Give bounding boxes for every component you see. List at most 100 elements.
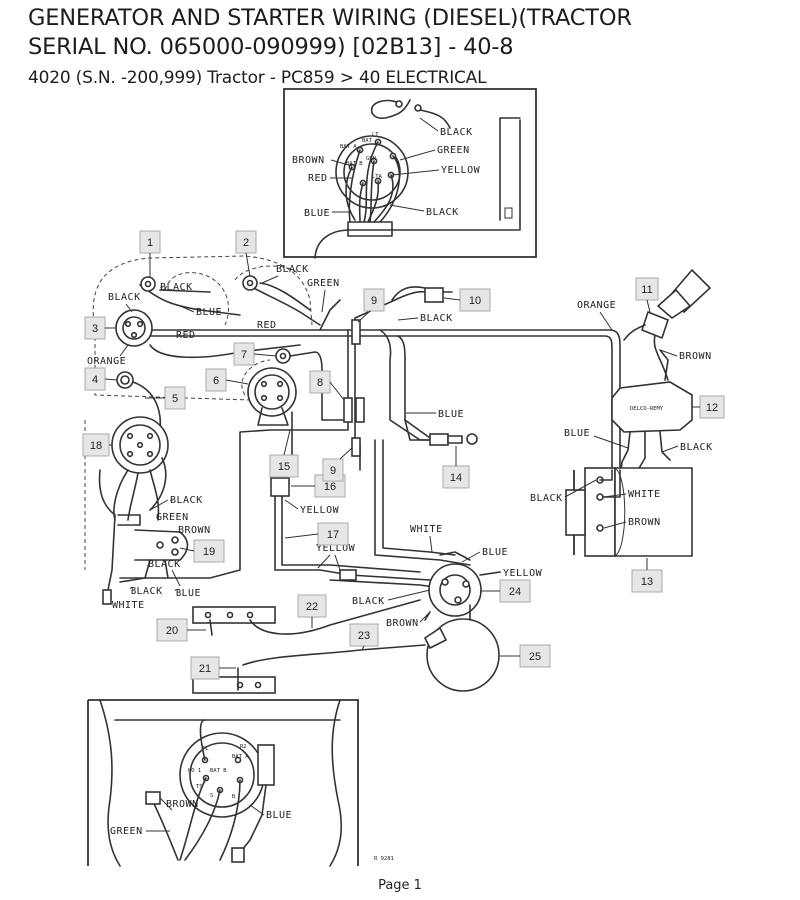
term-r2: R2 (240, 744, 247, 750)
lbl-red-2: RED (257, 320, 277, 331)
fuse-9-upper (351, 319, 361, 345)
callout-23: 23 (349, 623, 379, 651)
term-fl: FL (202, 746, 209, 752)
callout-number: 19 (203, 546, 215, 558)
callout-number: 16 (324, 481, 336, 493)
lbl-blue-6: BLUE (266, 810, 292, 821)
callout-8: 8 (309, 370, 345, 401)
callout-number: 10 (469, 295, 481, 307)
lbl-blue-4: ƁLUE (175, 588, 201, 599)
callout-2: 2 (235, 230, 257, 277)
lamp-11 (623, 268, 712, 381)
callout-number: 9 (330, 465, 336, 477)
callout-number: 11 (641, 284, 652, 296)
fuse-8 (343, 397, 365, 423)
callout-18: 18 (82, 433, 112, 457)
term-bat-b: BAT B (346, 161, 363, 167)
lbl-blue-1: BLUE (196, 307, 222, 318)
lbl-black-6: BLACK (530, 493, 563, 504)
callout-1: 1 (139, 230, 161, 278)
connector-19 (119, 529, 189, 583)
term-bat: BAT (362, 138, 373, 144)
callout-5: 5 (145, 386, 186, 410)
lbl-black-1: BLACK (276, 264, 309, 275)
callout-25: 25 (500, 644, 551, 668)
top-blue: BLUE (304, 208, 330, 219)
callout-13: 13 (631, 558, 663, 593)
lbl-black-2: ɃLACK (160, 282, 193, 293)
switch-6 (247, 348, 349, 426)
page-footer: Page 1 (378, 878, 422, 893)
top-yellow: YELLOW (441, 165, 481, 176)
generator-13 (565, 467, 693, 557)
lbl-blue-2: BLUE (438, 409, 464, 420)
fuse-9-lower (351, 437, 361, 457)
lbl-orange-1: ORANGE (87, 356, 126, 367)
callout-number: 9 (371, 295, 377, 307)
connector-16 (270, 477, 290, 497)
splice-17 (339, 569, 357, 581)
lbl-black-7: ɃLACK (170, 495, 203, 506)
lbl-red-1: RED (176, 330, 196, 341)
wire-labels: BLACK ɃLACK BLACK GREEN BLUE RED RED BLA… (87, 264, 713, 837)
callout-4: 4 (84, 367, 118, 391)
terminal-block-20 (192, 599, 421, 636)
switch-18 (98, 416, 169, 605)
callout-11: 11 (635, 277, 659, 313)
switch-4 (116, 371, 162, 431)
lbl-black-5: BLACK (680, 442, 713, 453)
callout-20: 20 (156, 618, 206, 642)
top-inset-panel: LT BAT BAT A GEN BAT B LTA BLACK GREEN B… (283, 88, 537, 259)
lbl-yellow-1: YELLOW (300, 505, 340, 516)
lbl-blue-5: BLUE (482, 547, 508, 558)
lbl-black-10: BLACK (352, 596, 385, 607)
lbl-brown-5: BROWN (166, 799, 199, 810)
title-line-2: SERIAL NO. 065000-090999) [02B13] - 40-8 (28, 34, 514, 60)
callout-9-lower: 9 (322, 447, 353, 482)
lbl-brown-1: BROWN (679, 351, 712, 362)
callout-number: 20 (166, 625, 178, 637)
lbl-white-1: WHITE (628, 489, 661, 500)
lbl-orange-2: ORANGE (577, 300, 616, 311)
top-black-1: BLACK (440, 127, 473, 138)
lbl-brown-4: BROWN (386, 618, 419, 629)
lbl-black-4: BLACK (420, 313, 453, 324)
lbl-black-3: BLACK (108, 292, 141, 303)
connector-1 (140, 276, 156, 292)
lbl-black-8: BLACK (148, 559, 181, 570)
callout-number: 21 (199, 663, 211, 675)
term-bat-a-b: BAT A (232, 754, 249, 760)
callout-7: 7 (233, 342, 277, 366)
title-line-1: GENERATOR AND STARTER WIRING (DIESEL)(TR… (28, 5, 632, 31)
figure-code: R 9281 (374, 856, 394, 862)
callout-6: 6 (205, 368, 249, 392)
callout-number: 15 (278, 461, 290, 473)
callout-number: 7 (241, 349, 247, 361)
term-bat-b-b: BAT B (210, 768, 227, 774)
callout-number: 14 (450, 472, 462, 484)
regulator-12: DELCO-REMY (611, 349, 693, 479)
callout-number: 18 (90, 440, 102, 452)
callout-3: 3 (84, 316, 116, 340)
callout-14: 14 (442, 446, 470, 489)
lbl-yellow-2: YELLOW (316, 543, 356, 554)
gauge-3 (115, 309, 153, 347)
lbl-brown-2: BROWN (628, 517, 661, 528)
term-lta: LTA (372, 174, 383, 180)
callout-number: 1 (147, 237, 153, 249)
callout-number: 23 (358, 630, 370, 642)
term-delco: DELCO-REMY (630, 406, 664, 412)
sender-14 (404, 419, 478, 446)
callout-15: 15 (269, 429, 299, 478)
callouts: 1 2 3 4 5 6 7 8 9 10 11 12 13 14 15 16 1… (82, 230, 725, 680)
top-green: GREEN (437, 145, 470, 156)
callout-number: 4 (92, 374, 98, 386)
callout-number: 3 (92, 323, 98, 335)
term-bat-a: BAT A (340, 144, 357, 150)
callout-number: 25 (529, 651, 541, 663)
lbl-green-3: GREEN (110, 826, 143, 837)
lbl-brown-3: BROWN (178, 525, 211, 536)
lbl-green-2: GREEN (156, 512, 189, 523)
callout-12: 12 (692, 395, 725, 419)
